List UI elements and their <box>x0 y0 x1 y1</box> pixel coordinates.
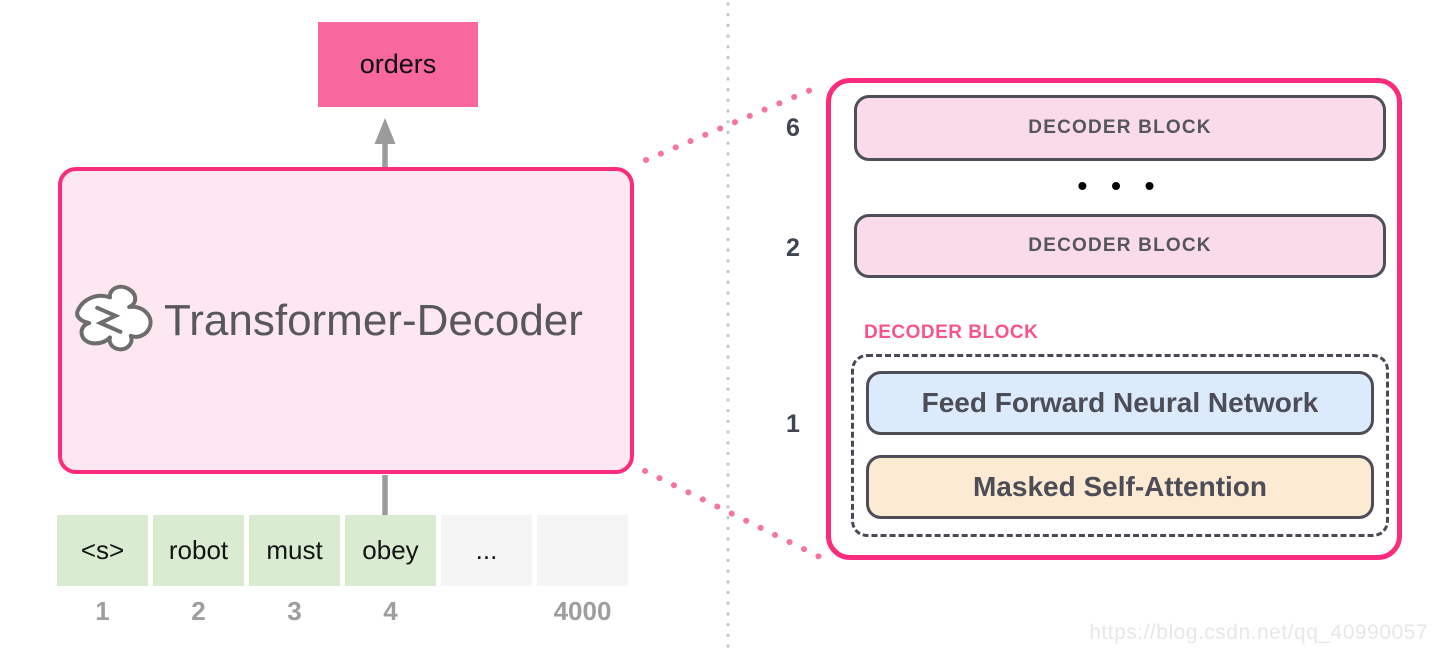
token-cell: robot <box>153 515 244 586</box>
output-token-box: orders <box>318 22 478 107</box>
token-cell: must <box>249 515 340 586</box>
stack-index-6: 6 <box>786 114 800 142</box>
token-position-label: 4 <box>383 596 398 626</box>
feed-forward-layer: Feed Forward Neural Network <box>866 371 1374 435</box>
stack-index-1: 1 <box>786 410 800 438</box>
token-position-label: 3 <box>287 596 302 626</box>
token-cell: ... <box>441 515 532 586</box>
model-title: Transformer-Decoder <box>164 295 583 345</box>
flame-logo-icon <box>70 281 158 361</box>
transformer-decoder-box: Transformer-Decoder <box>58 167 634 474</box>
token-position-label: 2 <box>191 596 206 626</box>
expanded-decoder-block-outline <box>851 354 1389 537</box>
token-cell: <s> <box>57 515 148 586</box>
expanded-block-title: DECODER BLOCK <box>864 322 1039 343</box>
output-arrow-icon <box>374 118 396 167</box>
token-cell <box>537 515 628 586</box>
decoder-block-2: DECODER BLOCK <box>854 214 1386 278</box>
token-position-label: 4000 <box>553 596 612 626</box>
decoder-block-6: DECODER BLOCK <box>854 95 1386 161</box>
stack-index-2: 2 <box>786 234 800 262</box>
watermark: https://blog.csdn.net/qq_40990057 <box>1089 621 1428 644</box>
zoom-connector-bottom <box>642 468 825 561</box>
token-position-label: 1 <box>95 596 110 626</box>
masked-self-attention-layer: Masked Self-Attention <box>866 455 1374 519</box>
ellipsis-dots: • • • <box>1077 170 1163 201</box>
token-cell: obey <box>345 515 436 586</box>
